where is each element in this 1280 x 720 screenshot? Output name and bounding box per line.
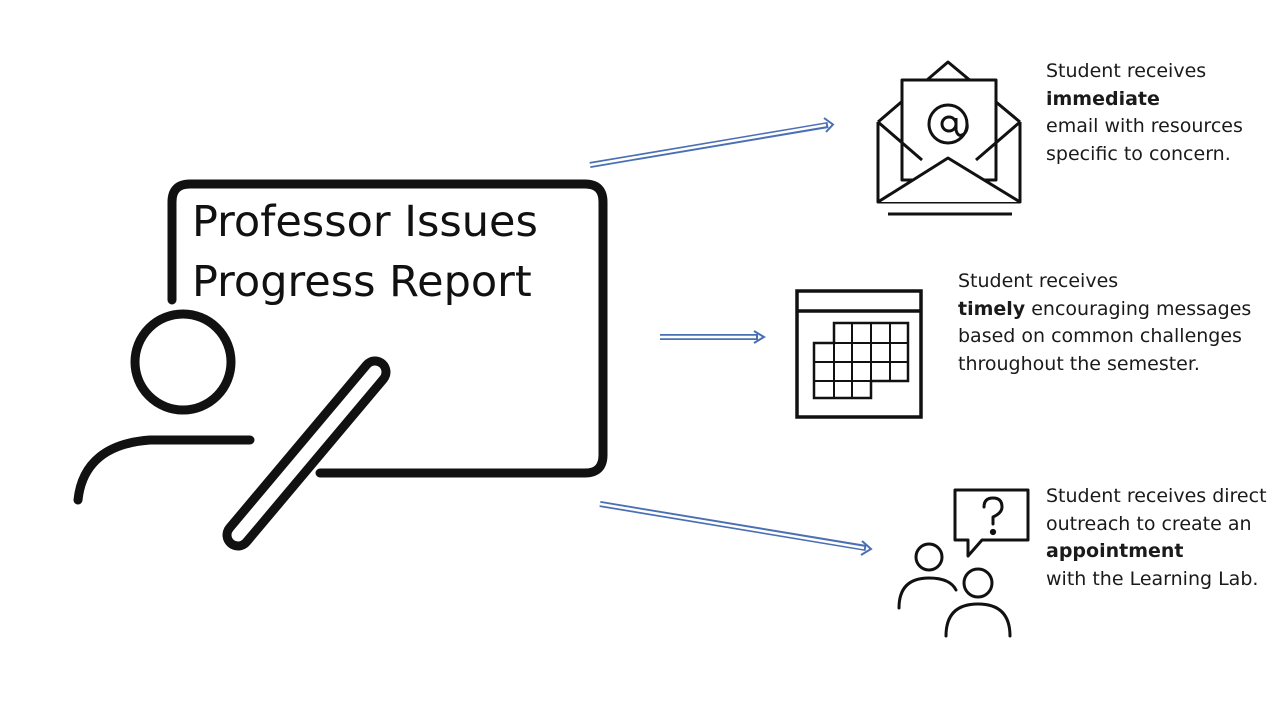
arrow-to-email bbox=[589, 117, 835, 168]
presenter-icon bbox=[73, 309, 391, 551]
outreach-outcome-emphasis: appointment bbox=[1046, 540, 1184, 562]
calendar-outcome-lead: Student receives bbox=[958, 270, 1119, 292]
board-title-line2: Progress Report bbox=[192, 257, 532, 307]
board-title: Professor Issues Progress Report bbox=[192, 192, 592, 312]
email-outcome-rest: email with resources specific to concern… bbox=[1046, 115, 1243, 165]
calendar-icon bbox=[795, 289, 923, 419]
arrow-to-calendar bbox=[660, 330, 766, 344]
outreach-outcome-lead: Student receives direct outreach to crea… bbox=[1046, 485, 1267, 535]
outreach-outcome-rest: with the Learning Lab. bbox=[1046, 567, 1259, 590]
arrow-to-outreach bbox=[599, 501, 873, 556]
people-question-icon bbox=[897, 488, 1030, 638]
outreach-outcome-text: Student receives direct outreach to crea… bbox=[1046, 483, 1276, 593]
email-outcome-lead: Student receives bbox=[1046, 60, 1207, 82]
email-outcome-text: Student receives immediate email with re… bbox=[1046, 58, 1256, 168]
email-outcome-emphasis: immediate bbox=[1046, 87, 1160, 110]
calendar-outcome-emphasis: timely bbox=[958, 297, 1026, 320]
board-title-line1: Professor Issues bbox=[192, 197, 538, 247]
calendar-outcome-rest: encouraging messages based on common cha… bbox=[958, 297, 1252, 375]
presentation-board bbox=[167, 179, 608, 478]
calendar-outcome-text: Student receives timely encouraging mess… bbox=[958, 268, 1258, 378]
email-at-icon bbox=[876, 60, 1022, 216]
